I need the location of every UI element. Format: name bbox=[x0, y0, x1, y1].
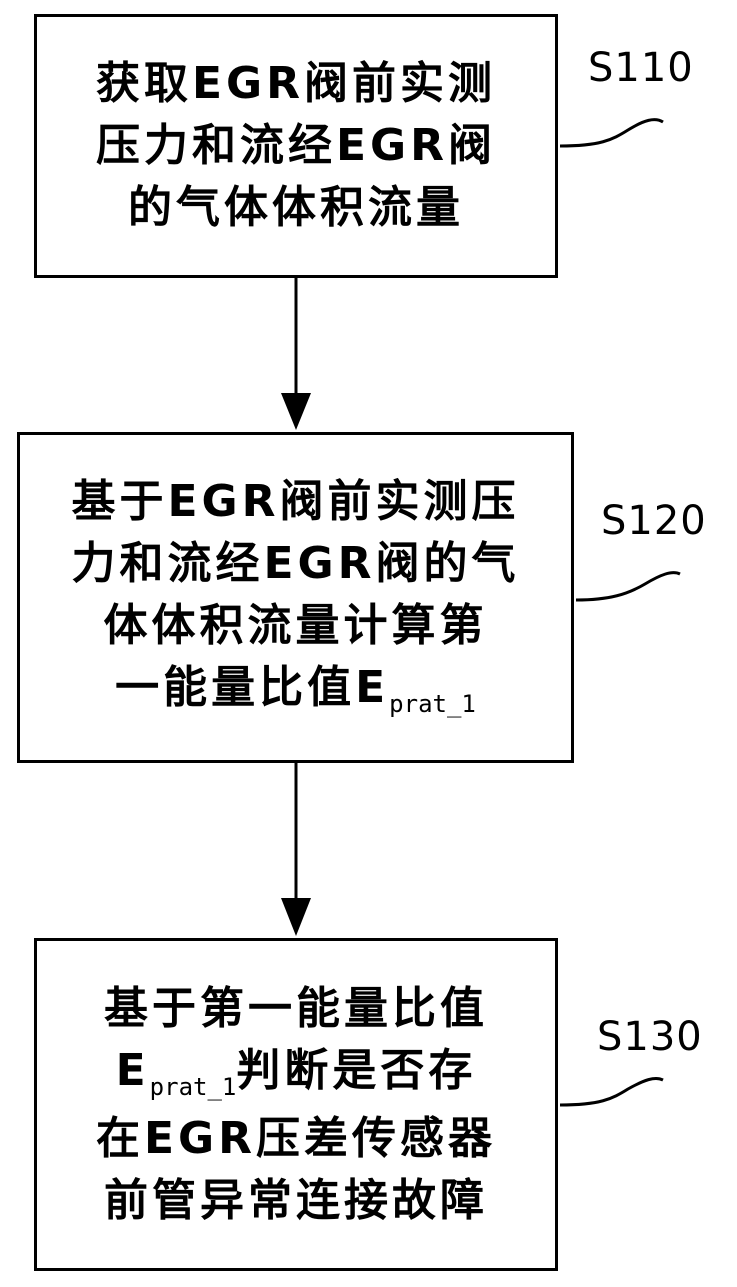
step-s130-line-2: Eprat_1判断是否存 bbox=[116, 1040, 477, 1108]
step-label-s120: S120 bbox=[601, 498, 707, 544]
step-label-s110: S110 bbox=[588, 45, 694, 91]
step-s120-line-1: 基于EGR阀前实测压 bbox=[71, 475, 520, 527]
step-s130-line-4: 前管异常连接故障 bbox=[104, 1174, 488, 1226]
step-s120-line-4: 一能量比值Eprat_1 bbox=[115, 657, 476, 725]
step-s130-line-2-suffix: 判断是否存 bbox=[236, 1044, 477, 1096]
step-s110-line-1: 获取EGR阀前实测 bbox=[95, 58, 497, 109]
step-box-s110: 获取EGR阀前实测 压力和流经EGR阀 的气体体积流量 bbox=[34, 14, 558, 278]
step-s120-line-4-text: 一能量比值E bbox=[115, 661, 390, 713]
arrow-s110-to-s120 bbox=[281, 278, 311, 430]
step-s130-line-2-prefix: E bbox=[115, 1044, 150, 1096]
step-s110-line-2: 压力和流经EGR阀 bbox=[95, 120, 497, 171]
step-s130-line-3: 在EGR压差传感器 bbox=[95, 1112, 497, 1164]
step-box-s120: 基于EGR阀前实测压 力和流经EGR阀的气 体体积流量计算第 一能量比值Epra… bbox=[17, 432, 574, 763]
step-s120-line-2: 力和流经EGR阀的气 bbox=[71, 537, 520, 589]
leader-curve-s130 bbox=[559, 1076, 664, 1107]
arrow-s120-to-s130 bbox=[281, 763, 311, 936]
step-label-s130: S130 bbox=[597, 1014, 703, 1060]
step-s120-line-4-subscript: prat_1 bbox=[389, 689, 476, 718]
step-s110-line-3: 的气体体积流量 bbox=[128, 182, 464, 233]
step-box-s130: 基于第一能量比值 Eprat_1判断是否存 在EGR压差传感器 前管异常连接故障 bbox=[34, 938, 558, 1271]
leader-curve-s110 bbox=[559, 118, 664, 148]
leader-curve-s120 bbox=[575, 571, 681, 602]
step-s130-line-1: 基于第一能量比值 bbox=[104, 982, 488, 1034]
step-s120-line-3: 体体积流量计算第 bbox=[103, 599, 488, 651]
step-s130-line-2-subscript: prat_1 bbox=[149, 1072, 237, 1101]
